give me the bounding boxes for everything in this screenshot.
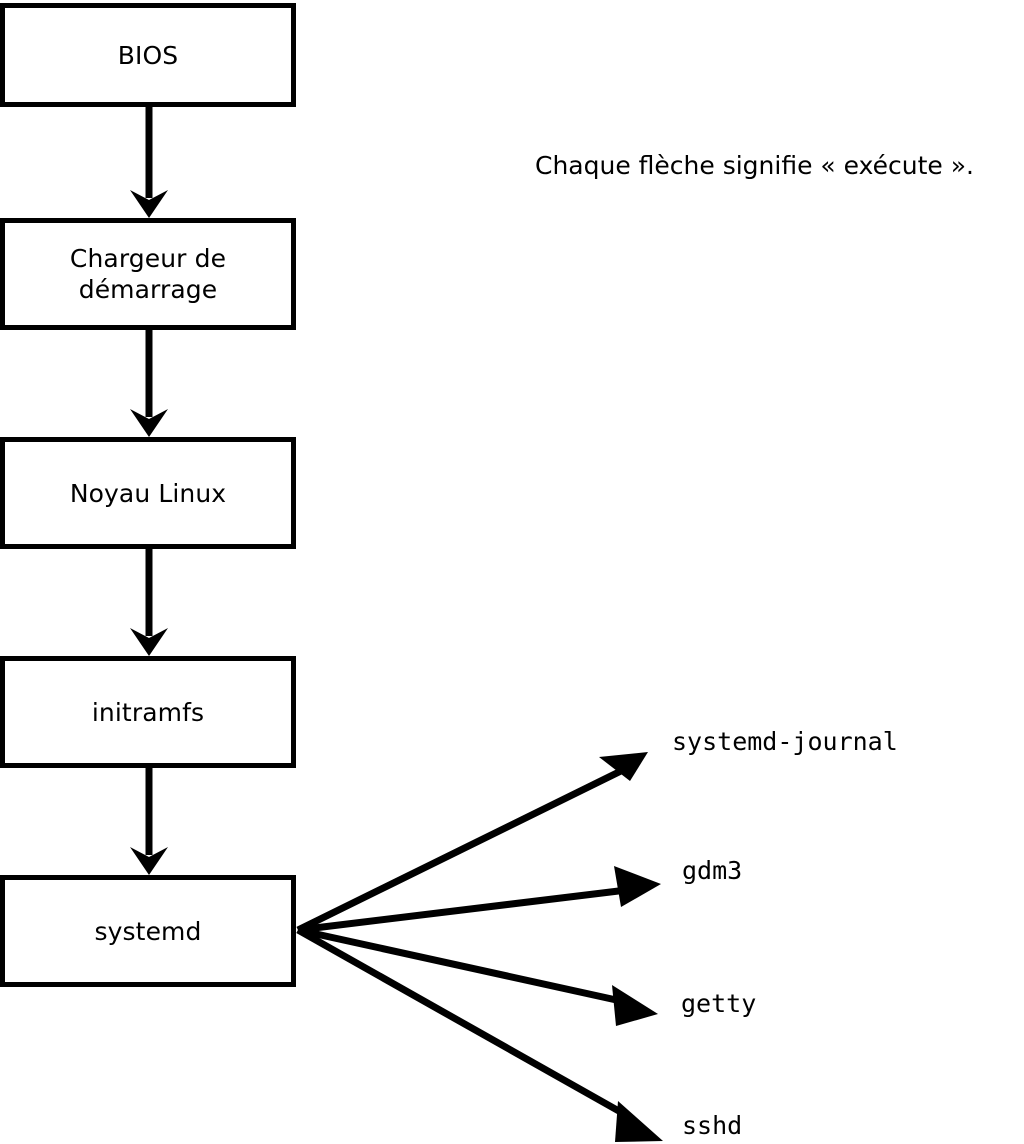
node-kernel-label: Noyau Linux: [69, 478, 227, 508]
arrow-meaning-annotation: Chaque flèche signifie « exécute ».: [535, 151, 974, 180]
node-systemd-label: systemd: [94, 916, 202, 946]
fanout-arrow-sshd: [296, 926, 663, 1142]
node-initramfs-label: initramfs: [91, 697, 205, 727]
node-kernel[interactable]: Noyau Linux: [0, 437, 296, 549]
leaf-label-getty: getty: [681, 989, 757, 1018]
chain-arrow-bootloader-to-kernel: [130, 330, 168, 437]
leaf-label-gdm3: gdm3: [682, 856, 743, 885]
node-bios-label: BIOS: [117, 40, 179, 70]
fanout-arrow-getty: [297, 926, 658, 1026]
leaf-label-sshd: sshd: [682, 1111, 743, 1140]
node-bootloader[interactable]: Chargeur de démarrage: [0, 218, 296, 330]
leaf-label-systemd-journal: systemd-journal: [672, 727, 898, 756]
node-bios[interactable]: BIOS: [0, 3, 296, 107]
chain-arrow-bios-to-bootloader: [130, 107, 168, 218]
fanout-arrow-gdm3: [297, 866, 661, 934]
node-systemd[interactable]: systemd: [0, 875, 296, 987]
chain-arrow-kernel-to-initramfs: [130, 549, 168, 656]
fanout-arrow-systemd-journal: [296, 752, 648, 934]
node-bootloader-label: Chargeur de démarrage: [69, 244, 227, 304]
chain-arrow-initramfs-to-systemd: [130, 768, 168, 875]
node-initramfs[interactable]: initramfs: [0, 656, 296, 768]
